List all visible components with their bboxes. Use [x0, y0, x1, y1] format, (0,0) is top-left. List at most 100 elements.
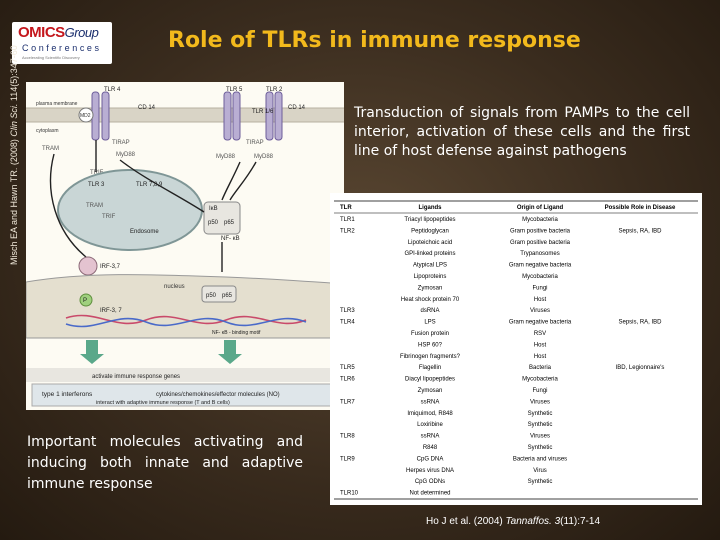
- ligand-cell: Lipoproteins: [414, 274, 447, 280]
- origin-cell: Viruses: [530, 399, 550, 405]
- diagram-citation: Misch EA and Hawn TR. (2008) Clin Sci. 1…: [9, 45, 19, 265]
- tlr-cell: TLR1: [340, 217, 355, 223]
- origin-cell: Fungi: [532, 388, 547, 394]
- nfkb-complex: [203, 201, 241, 235]
- disease-cell: IBD, Legionnaire's: [616, 365, 665, 371]
- ligand-cell: LPS: [424, 320, 435, 326]
- cd14-right-label: CD 14: [288, 105, 306, 111]
- tlr4-label: TLR 4: [104, 87, 121, 93]
- origin-cell: Fungi: [532, 285, 547, 291]
- tlr2-label: TLR 2: [266, 87, 283, 93]
- tirap-right-label: TIRAP: [246, 140, 264, 146]
- origin-cell: Host: [534, 342, 547, 348]
- cytokines-label: cytokines/chemokines/effector molecules …: [156, 392, 280, 398]
- tlr-cell: TLR2: [340, 228, 355, 234]
- transduction-description: Transduction of signals from PAMPs to th…: [354, 105, 690, 159]
- tlr-cell: TLR4: [340, 320, 355, 326]
- ligand-cell: Heat shock protein 70: [401, 297, 460, 303]
- table-citation-pages: (11):7-14: [560, 516, 601, 527]
- tram-top-label: TRAM: [42, 146, 59, 152]
- nucleus-label: nucleus: [164, 284, 185, 290]
- citation-volume: 114(5):347-60: [9, 45, 19, 104]
- origin-cell: Mycobacteria: [522, 274, 558, 280]
- ligand-cell: Loxiribine: [417, 422, 443, 428]
- p65-nuc-label: p65: [222, 293, 233, 299]
- plasma-membrane-label: plasma membrane: [36, 101, 78, 107]
- logo-group-text: Group: [64, 25, 99, 40]
- origin-cell: Synthetic: [528, 479, 553, 485]
- origin-cell: Trypanosomes: [520, 251, 559, 257]
- header-disease: Possible Role in Disease: [605, 205, 676, 211]
- ligand-cell: Diacyl lipopeptides: [405, 377, 455, 383]
- myd88-left-label: MyD88: [116, 152, 136, 158]
- trif-top-label: TRIF: [90, 170, 104, 176]
- origin-cell: Gram negative bacteria: [509, 320, 572, 326]
- citation-authors: Misch EA and Hawn TR. (2008): [9, 136, 19, 265]
- slide-title: Role of TLRs in immune response: [168, 28, 581, 53]
- table-citation-authors: Ho J et al. (2004): [426, 516, 506, 527]
- tlr-ligand-table: TLR Ligands Origin of Ligand Possible Ro…: [330, 193, 702, 505]
- tlr-cell: TLR6: [340, 377, 355, 383]
- tlr5-receptor: [223, 91, 241, 141]
- type1-interferons-label: type 1 interferons: [42, 391, 93, 398]
- md2-label: MD2: [80, 113, 91, 119]
- ligand-cell: Zymosan: [418, 388, 443, 394]
- myd88-right-label: MyD88: [254, 154, 274, 160]
- tlr3-label: TLR 3: [88, 182, 105, 188]
- ligand-cell: Zymosan: [418, 285, 443, 291]
- citation-journal: Clin Sci.: [9, 103, 19, 137]
- ligand-cell: Flagellin: [419, 365, 441, 371]
- adaptive-interaction-label: interact with adaptive immune response (…: [96, 400, 230, 406]
- header-ligands: Ligands: [418, 205, 442, 211]
- endosome-shape: [57, 169, 203, 251]
- ligand-cell: GPI-linked proteins: [404, 251, 455, 257]
- origin-cell: Mycobacteria: [522, 377, 558, 383]
- disease-cell: Sepsis, RA, IBD: [618, 228, 662, 234]
- tlr2-receptor: [265, 91, 283, 141]
- irf37-top-label: IRF-3,7: [100, 264, 121, 270]
- ligand-cell: Triacyl lipopeptides: [404, 217, 455, 223]
- tlr-cell: TLR8: [340, 434, 355, 440]
- origin-cell: Host: [534, 297, 547, 303]
- ikb-label: IκB: [209, 206, 218, 212]
- tlr789-label: TLR 7,8,9: [136, 182, 163, 188]
- origin-cell: Host: [534, 354, 547, 360]
- logo-conferences-text: Conferences: [22, 43, 102, 53]
- logo-tagline: Accelerating Scientific Discovery: [22, 55, 80, 60]
- disease-cell: Sepsis, RA, IBD: [618, 320, 662, 326]
- origin-cell: Synthetic: [528, 445, 553, 451]
- tlr-cell: TLR3: [340, 308, 355, 314]
- tlr-cell: TLR5: [340, 365, 355, 371]
- ligand-cell: R848: [423, 445, 438, 451]
- table-citation-volume: 3: [551, 516, 561, 527]
- irf37-nuc-label: IRF-3, 7: [100, 308, 122, 314]
- origin-cell: Gram positive bacteria: [510, 240, 571, 246]
- cytoplasm-label: cytoplasm: [36, 128, 59, 134]
- origin-cell: Mycobacteria: [522, 217, 558, 223]
- p50-top-label: p50: [208, 220, 219, 226]
- origin-cell: Virus: [533, 468, 547, 474]
- activate-genes-label: activate immune response genes: [92, 374, 180, 380]
- phosphate-marker: [79, 293, 93, 307]
- logo-omics-text: OMICS: [18, 24, 65, 41]
- tlr-signaling-diagram: MD2 TLR 4 CD 14 TLR 5 TLR 1/6 TLR 2 CD 1…: [26, 82, 344, 410]
- tlr-cell: TLR7: [340, 399, 355, 405]
- origin-cell: Synthetic: [528, 411, 553, 417]
- nfkb-motif-label: NF- κB - binding motif: [212, 330, 261, 336]
- nucleus-nfkb: [201, 285, 237, 303]
- header-origin: Origin of Ligand: [517, 205, 564, 211]
- table-citation: Ho J et al. (2004) Tannaffos. 3(11):7-14: [426, 516, 600, 527]
- origin-cell: Synthetic: [528, 422, 553, 428]
- important-molecules-text: Important molecules activating and induc…: [27, 434, 303, 492]
- header-tlr: TLR: [340, 205, 352, 211]
- tlr-cell: TLR9: [340, 456, 355, 462]
- tram-inner-label: TRAM: [86, 203, 103, 209]
- trif-inner-label: TRIF: [102, 214, 116, 220]
- ligand-cell: Lipoteichoic acid: [408, 240, 452, 246]
- ligand-cell: CpG DNA: [417, 456, 444, 462]
- origin-cell: Viruses: [530, 308, 550, 314]
- myd88-mid-label: MyD88: [216, 154, 236, 160]
- tlr-cell: TLR10: [340, 491, 359, 497]
- ligand-cell: Herpes virus DNA: [406, 468, 454, 474]
- ligand-cell: Fibrinogen fragments?: [400, 354, 461, 360]
